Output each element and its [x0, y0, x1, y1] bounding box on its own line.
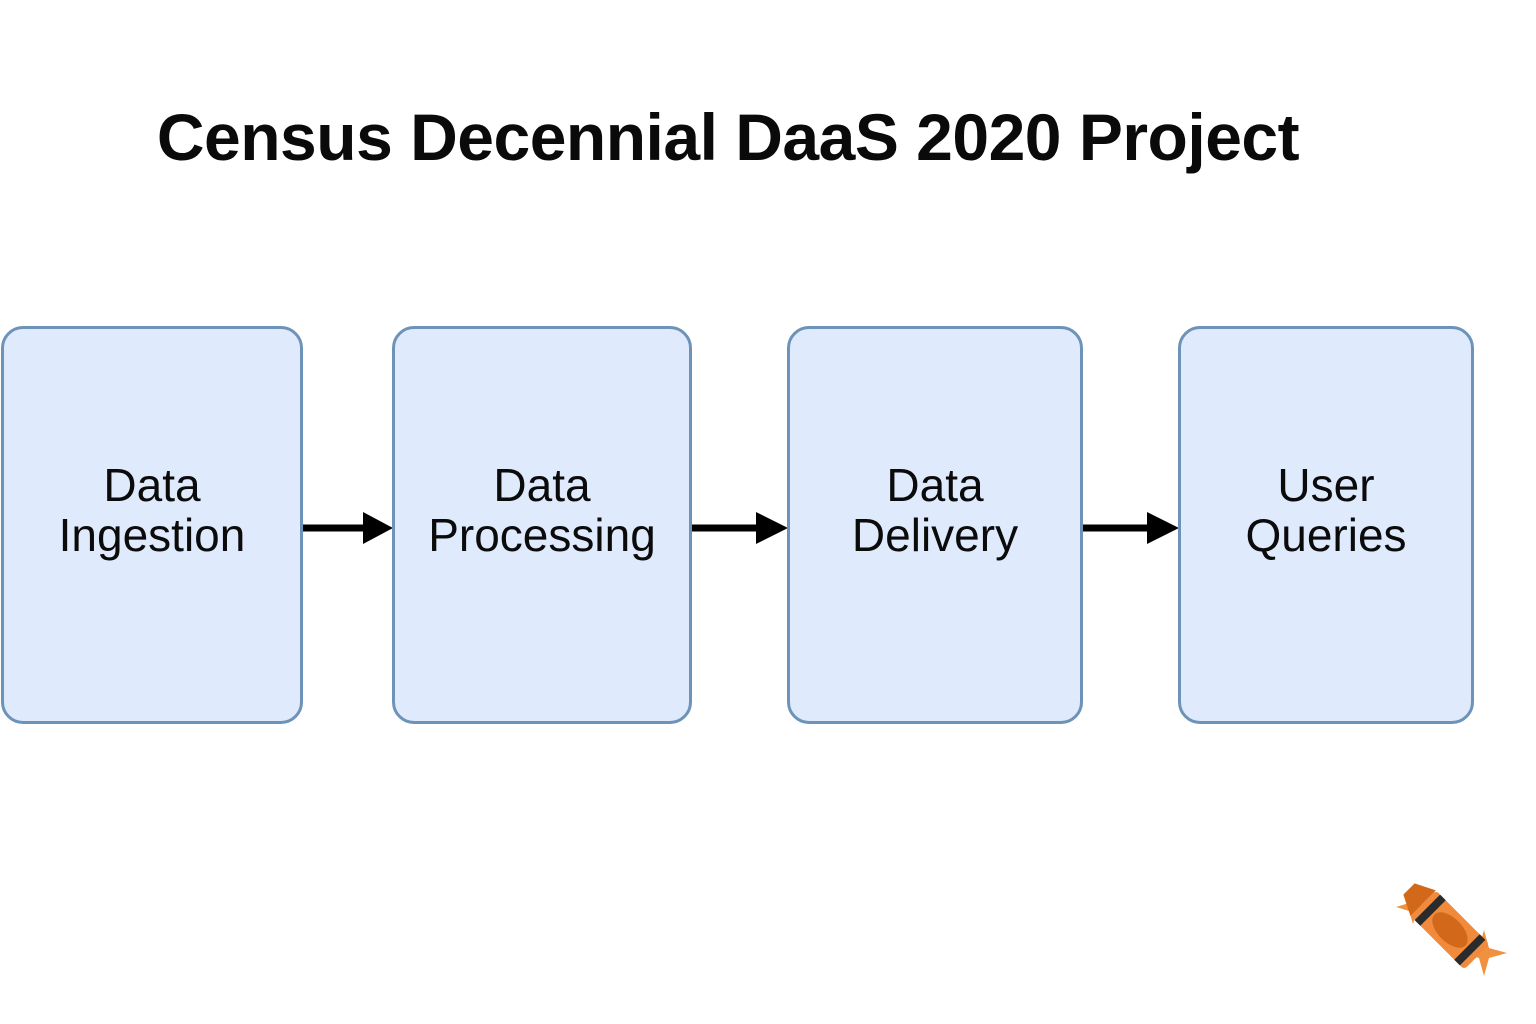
arrow-right-icon: [303, 512, 393, 544]
flow-node-label: Data Ingestion: [58, 459, 246, 561]
crayon-icon-svg: [1396, 883, 1507, 976]
arrow-right-icon: [1083, 512, 1179, 544]
crayon-icon: [1388, 868, 1512, 992]
flow-node-user-queries[interactable]: User Queries: [1178, 326, 1474, 724]
flow-arrow-processing-to-delivery: [692, 508, 788, 548]
flow-node-label: User Queries: [1245, 459, 1407, 561]
flow-arrow-ingestion-to-processing: [303, 508, 393, 548]
flow-node-data-ingestion[interactable]: Data Ingestion: [1, 326, 303, 724]
page-title: Census Decennial DaaS 2020 Project: [156, 100, 1300, 174]
flow-node-label: Data Delivery: [851, 459, 1019, 561]
flow-diagram: Data Ingestion Data Processing Data Deli…: [0, 326, 1536, 726]
flow-node-data-processing[interactable]: Data Processing: [392, 326, 692, 724]
flow-arrow-delivery-to-queries: [1083, 508, 1179, 548]
arrow-right-icon: [692, 512, 788, 544]
flow-node-data-delivery[interactable]: Data Delivery: [787, 326, 1083, 724]
flow-node-label: Data Processing: [428, 459, 656, 561]
